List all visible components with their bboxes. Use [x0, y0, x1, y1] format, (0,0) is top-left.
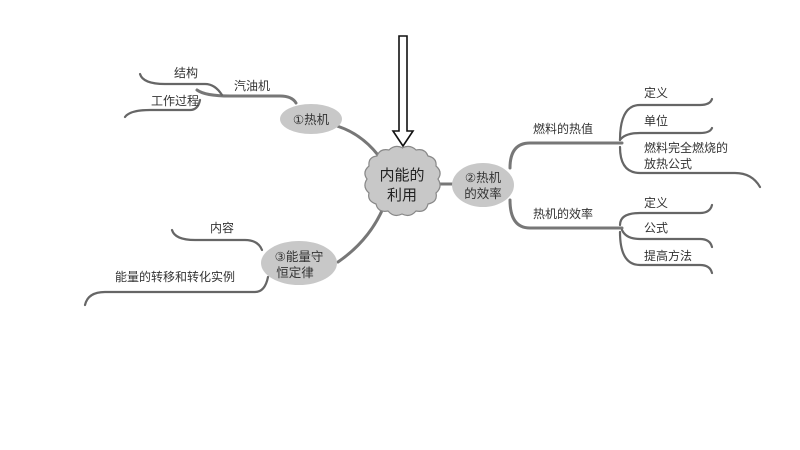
connector-conservation: [336, 204, 386, 264]
down-arrow-icon: [391, 35, 415, 148]
branch-gasoline-engine: [195, 88, 298, 105]
node-efficiency-line2: 的效率: [464, 186, 502, 201]
node-heat-engine[interactable]: ①热机: [280, 104, 342, 134]
underline-fuel-definition: [618, 97, 714, 142]
eff-improve-label: 提高方法: [644, 248, 692, 263]
fuel-formula-line2: 放热公式: [644, 156, 692, 171]
underline-eff-formula: [620, 228, 714, 249]
center-node[interactable]: 内能的 利用: [364, 145, 441, 217]
node-efficiency-line1: ②热机: [465, 170, 502, 185]
underline-examples: [83, 275, 270, 307]
center-line2: 利用: [387, 186, 417, 204]
underline-working-process: [123, 98, 202, 119]
node-efficiency[interactable]: ②热机 的效率: [452, 163, 514, 207]
examples-label: 能量的转移和转化实例: [115, 269, 235, 284]
underline-structure: [138, 72, 224, 97]
underline-eff-improve: [618, 230, 714, 275]
node-conservation[interactable]: ③能量守 恒定律: [261, 241, 337, 285]
node-heat-engine-label: ①热机: [293, 112, 330, 127]
eff-formula-label: 公式: [644, 221, 668, 235]
engine-efficiency-label: 热机的效率: [533, 206, 593, 221]
fuel-value-label: 燃料的热值: [533, 121, 593, 136]
branch-engine-efficiency: [508, 198, 624, 230]
node-conservation-line1: ③能量守: [275, 249, 324, 264]
underline-eff-definition: [618, 203, 714, 227]
working-process-label: 工作过程: [151, 93, 199, 108]
node-conservation-line2: 恒定律: [276, 265, 314, 280]
fuel-definition-label: 定义: [644, 85, 668, 100]
branch-fuel-value: [508, 141, 624, 170]
structure-label: 结构: [174, 65, 198, 80]
center-line1: 内能的: [379, 166, 424, 184]
fuel-unit-label: 单位: [644, 113, 668, 128]
underline-fuel-formula: [618, 145, 762, 189]
eff-definition-label: 定义: [644, 195, 668, 210]
content-label: 内容: [210, 220, 234, 235]
gasoline-engine-label: 汽油机: [234, 78, 270, 93]
underline-fuel-unit: [618, 126, 714, 142]
underline-content: [170, 228, 264, 252]
fuel-formula-line1: 燃料完全燃烧的: [644, 140, 728, 155]
